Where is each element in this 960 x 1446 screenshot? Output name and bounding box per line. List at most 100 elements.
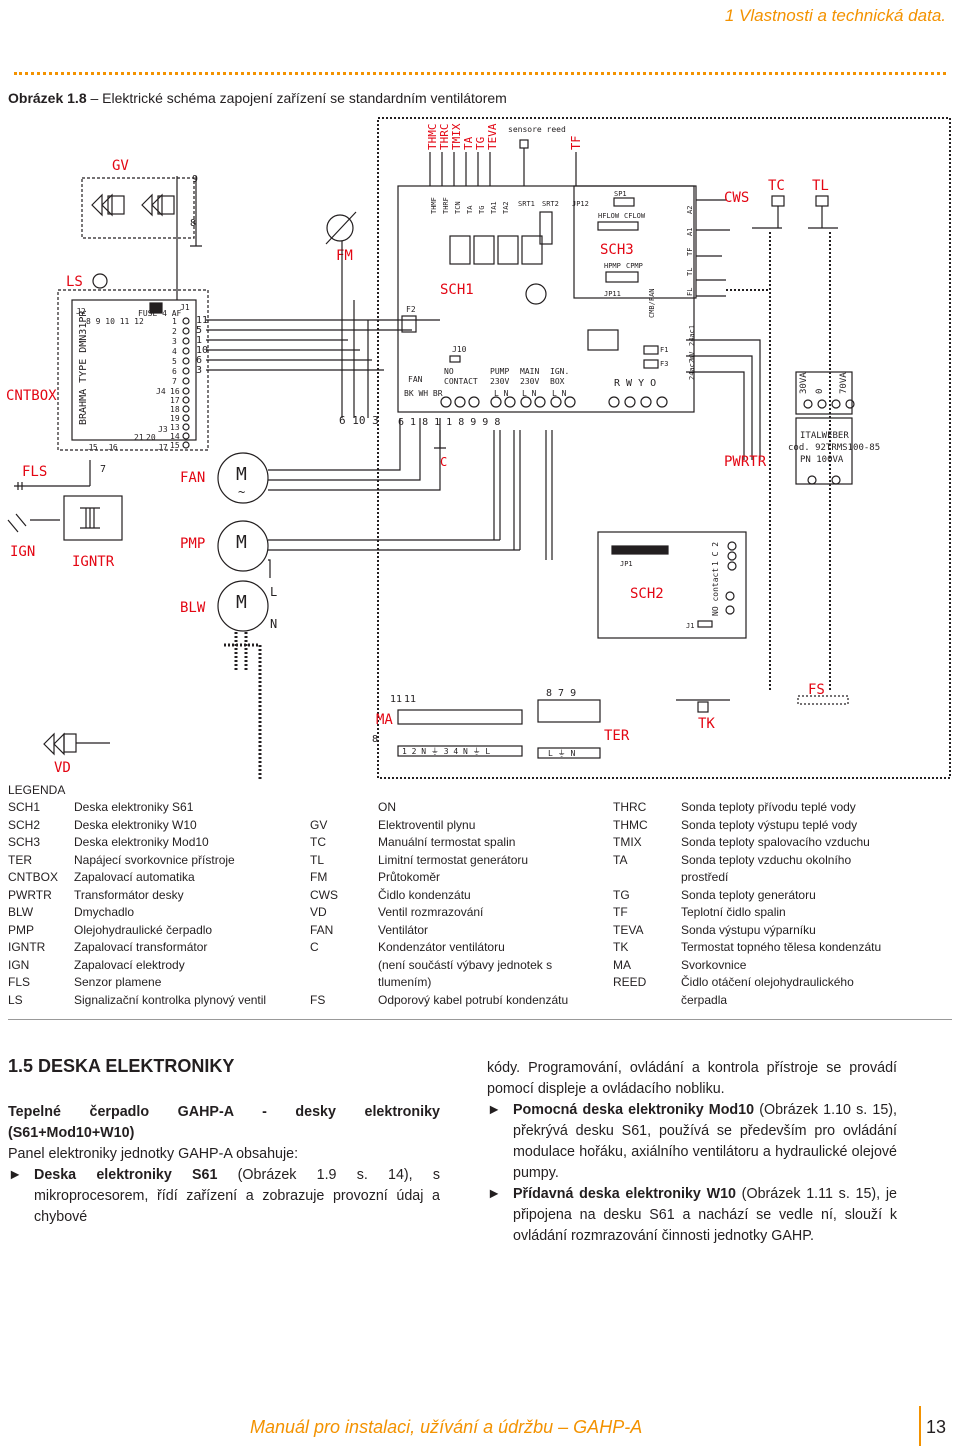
legend-code: SCH2 bbox=[8, 818, 41, 832]
svg-text:TG: TG bbox=[474, 137, 487, 150]
legend-code: TER bbox=[8, 853, 32, 867]
legend-desc: Deska elektroniky Mod10 bbox=[74, 835, 209, 849]
svg-text:J1: J1 bbox=[686, 622, 694, 630]
bullet-bold: Deska elektroniky S61 bbox=[34, 1167, 218, 1183]
bullet-w10: ► Přídavná deska elektroniky W10 (Obráze… bbox=[487, 1184, 897, 1247]
svg-text:F2: F2 bbox=[406, 305, 416, 314]
svg-text:R W Y O: R W Y O bbox=[614, 378, 656, 389]
legend-desc: Limitní termostat generátoru bbox=[378, 853, 529, 867]
bullet-bold: Přídavná deska elektroniky W10 bbox=[513, 1186, 736, 1202]
gv-label: GV bbox=[112, 158, 129, 174]
wiring-diagram: GV 9 8 LS FM 6 10 3 BRAHMA TYPE DMN31PR … bbox=[6, 117, 951, 780]
svg-text:24ac1: 24ac1 bbox=[688, 325, 696, 346]
legend-code: THRC bbox=[613, 800, 647, 814]
legend-desc: Sonda výstupu výparníku bbox=[681, 923, 816, 937]
legend-code: SCH1 bbox=[8, 800, 41, 814]
legend-desc: Sonda teploty generátoru bbox=[681, 888, 816, 902]
svg-text:TG: TG bbox=[478, 206, 486, 214]
legend-code: TF bbox=[613, 905, 628, 919]
sch1-board bbox=[397, 185, 695, 413]
legend-desc: Ventil rozmrazování bbox=[378, 905, 484, 919]
legend-desc: Ventilátor bbox=[378, 923, 429, 937]
legend-code: IGNTR bbox=[8, 940, 46, 954]
svg-text:6: 6 bbox=[196, 355, 202, 366]
svg-text:NO contact: NO contact bbox=[711, 568, 720, 616]
svg-text:N: N bbox=[270, 617, 277, 631]
tf-sensor-label: TF bbox=[569, 136, 583, 150]
bullet-mod10: ► Pomocná deska elektroniky Mod10 (Obráz… bbox=[487, 1100, 897, 1184]
svg-text:THRC: THRC bbox=[438, 124, 451, 151]
chapter-header: 1 Vlastnosti a technická data. bbox=[724, 6, 946, 25]
sch2-board bbox=[597, 531, 747, 639]
tk-symbol bbox=[697, 701, 709, 713]
svg-text:7: 7 bbox=[172, 377, 177, 386]
svg-text:A2: A2 bbox=[686, 206, 694, 214]
svg-text:HPMP: HPMP bbox=[604, 262, 621, 270]
svg-text:J5: J5 bbox=[88, 443, 98, 452]
svg-text:JP11: JP11 bbox=[604, 290, 621, 298]
legend-desc: prostředí bbox=[681, 870, 729, 884]
svg-text:M: M bbox=[236, 592, 247, 613]
fm-label: FM bbox=[336, 248, 353, 264]
svg-text:17: 17 bbox=[170, 396, 180, 405]
legend-code: CWS bbox=[310, 888, 338, 902]
svg-text:TA2: TA2 bbox=[502, 201, 510, 214]
svg-text:1 2 N ⏚ 3 4 N ⏚ L: 1 2 N ⏚ 3 4 N ⏚ L bbox=[402, 747, 490, 756]
ma-terminal bbox=[397, 709, 523, 725]
blw-motor bbox=[217, 580, 269, 632]
tc-symbol bbox=[771, 195, 785, 207]
svg-text:THMC: THMC bbox=[426, 124, 439, 151]
svg-text:3: 3 bbox=[196, 365, 202, 376]
page-number: 13 bbox=[925, 1417, 946, 1437]
legend-code: TEVA bbox=[613, 923, 644, 937]
legend-code: BLW bbox=[8, 905, 34, 919]
svg-text:8: 8 bbox=[372, 734, 378, 745]
svg-text:L N: L N bbox=[522, 389, 537, 398]
legend-code: TL bbox=[310, 853, 325, 867]
legend-desc: Olejohydraulické čerpadlo bbox=[74, 923, 213, 937]
legend-code: IGN bbox=[8, 958, 30, 972]
bullet-arrow-icon: ► bbox=[487, 1186, 502, 1202]
svg-text:PN 100VA: PN 100VA bbox=[800, 455, 844, 465]
diagram-frame bbox=[377, 117, 951, 779]
ma-label: MA bbox=[376, 712, 393, 728]
svg-text:10: 10 bbox=[196, 345, 208, 356]
cntbox-pin-column: 1 2 3 4 5 6 7 16 17 18 19 13 14 15 bbox=[170, 317, 180, 450]
svg-text:cod. 92TRMS100-85: cod. 92TRMS100-85 bbox=[788, 443, 880, 453]
svg-text:L N: L N bbox=[494, 389, 509, 398]
pwrtr-box bbox=[795, 371, 853, 415]
intro-text: Panel elektroniky jednotky GAHP-A obsahu… bbox=[8, 1146, 299, 1162]
svg-text:3: 3 bbox=[172, 337, 177, 346]
svg-text:4: 4 bbox=[172, 347, 177, 356]
legend-desc: Senzor plamene bbox=[74, 975, 162, 989]
svg-text:CONTACT: CONTACT bbox=[444, 377, 478, 386]
legend-code: REED bbox=[613, 975, 647, 989]
bullet-arrow-icon: ► bbox=[8, 1167, 23, 1183]
tk-label: TK bbox=[698, 716, 715, 732]
svg-text:18: 18 bbox=[170, 405, 180, 414]
legend-code: PWRTR bbox=[8, 888, 52, 902]
svg-text:SP1: SP1 bbox=[614, 190, 627, 198]
svg-text:L: L bbox=[270, 585, 277, 599]
legend-code: FM bbox=[310, 870, 328, 884]
svg-text:8 7 9: 8 7 9 bbox=[546, 688, 576, 699]
svg-text:20: 20 bbox=[146, 433, 156, 442]
bullet-text: (Obrázek 1.11 s. 15), je připojena na de… bbox=[513, 1186, 897, 1244]
svg-text:L ⏚ N: L ⏚ N bbox=[548, 749, 575, 758]
legend-desc: tlumením) bbox=[378, 975, 432, 989]
legend-code: THMC bbox=[613, 818, 648, 832]
legend-desc: Průtokoměr bbox=[378, 870, 441, 884]
svg-text:TA: TA bbox=[462, 136, 475, 150]
svg-text:8: 8 bbox=[190, 218, 196, 229]
svg-text:TL: TL bbox=[686, 268, 694, 276]
svg-text:JP12: JP12 bbox=[572, 200, 589, 208]
svg-text:TMIX: TMIX bbox=[450, 123, 463, 150]
sch3-board bbox=[573, 185, 697, 299]
svg-text:TA1: TA1 bbox=[490, 201, 498, 214]
bullet-arrow-icon: ► bbox=[487, 1102, 502, 1118]
cws-label: CWS bbox=[724, 190, 749, 206]
legend-desc: Odporový kabel potrubí kondenzátu bbox=[378, 993, 569, 1007]
svg-text:FL: FL bbox=[686, 288, 694, 296]
svg-text:0: 0 bbox=[815, 389, 825, 394]
tc-label: TC bbox=[768, 178, 785, 194]
